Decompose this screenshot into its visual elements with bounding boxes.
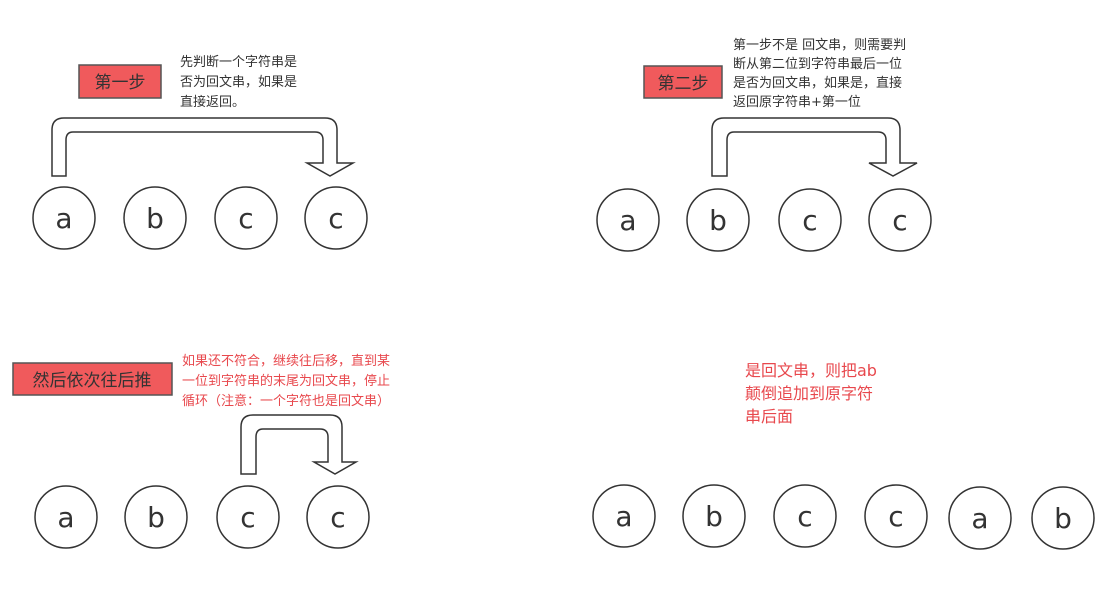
char-node: c	[216, 485, 280, 549]
step-1-note: 先判断一个字符串是 否为回文串，如果是 直接返回。	[180, 54, 301, 110]
svg-text:c: c	[238, 202, 253, 235]
step-3-label-text: 然后依次往后推	[33, 371, 152, 391]
svg-text:b: b	[705, 500, 723, 533]
svg-text:c: c	[240, 501, 255, 534]
char-node: c	[864, 484, 928, 548]
svg-text:a: a	[971, 502, 988, 535]
svg-text:c: c	[892, 204, 907, 237]
panel-step-3: 然后依次往后推 如果还不符合，继续往后移，直到某 一位到字符串的末尾为回文串，停…	[12, 353, 394, 549]
panel-step-1: 第一步 先判断一个字符串是 否为回文串，如果是 直接返回。 a b c c	[32, 54, 368, 250]
svg-text:c: c	[797, 500, 812, 533]
node-row-1: a b c c	[32, 186, 368, 250]
char-node: a	[592, 484, 656, 548]
char-node: c	[778, 188, 842, 252]
jump-arrow-3	[240, 414, 359, 475]
svg-text:a: a	[615, 500, 632, 533]
jump-arrow-1	[51, 117, 356, 177]
char-node: a	[32, 186, 96, 250]
char-node: b	[682, 484, 746, 548]
char-node: c	[214, 186, 278, 250]
char-node: b	[124, 485, 188, 549]
step-2-label: 第二步	[643, 65, 723, 99]
char-node: a	[596, 188, 660, 252]
step-3-label: 然后依次往后推	[12, 362, 173, 396]
char-node: c	[773, 484, 837, 548]
svg-text:c: c	[330, 501, 345, 534]
svg-text:c: c	[802, 204, 817, 237]
svg-text:a: a	[57, 501, 74, 534]
char-node: b	[1031, 486, 1095, 550]
char-node: c	[304, 186, 368, 250]
svg-text:b: b	[146, 202, 164, 235]
step-2-label-text: 第二步	[658, 74, 709, 94]
panel-step-2: 第二步 第一步不是 回文串，则需要判 断从第二位到字符串最后一位 是否为回文串，…	[596, 38, 932, 252]
svg-text:a: a	[55, 202, 72, 235]
char-node: a	[948, 486, 1012, 550]
svg-text:a: a	[619, 204, 636, 237]
step-1-label: 第一步	[78, 64, 162, 99]
node-row-2: a b c c	[596, 188, 932, 252]
svg-text:b: b	[1054, 502, 1072, 535]
svg-text:b: b	[147, 501, 165, 534]
node-row-3: a b c c	[34, 485, 370, 549]
panel-result: 是回文串，则把ab 颠倒追加到原字符 串后面 a b c c a b	[592, 361, 1095, 550]
svg-text:c: c	[888, 500, 903, 533]
node-row-4: a b c c a b	[592, 484, 1095, 550]
jump-arrow-2	[711, 117, 918, 177]
char-node: b	[123, 186, 187, 250]
char-node: b	[686, 188, 750, 252]
char-node: c	[868, 188, 932, 252]
step-3-note: 如果还不符合，继续往后移，直到某 一位到字符串的末尾为回文串，停止 循环（注意：…	[182, 353, 394, 409]
result-note: 是回文串，则把ab 颠倒追加到原字符 串后面	[745, 361, 882, 426]
char-node: a	[34, 485, 98, 549]
step-2-note: 第一步不是 回文串，则需要判 断从第二位到字符串最后一位 是否为回文串，如果是，…	[733, 38, 910, 110]
svg-text:b: b	[709, 204, 727, 237]
char-node: c	[306, 485, 370, 549]
step-1-label-text: 第一步	[95, 73, 146, 93]
svg-text:c: c	[328, 202, 343, 235]
